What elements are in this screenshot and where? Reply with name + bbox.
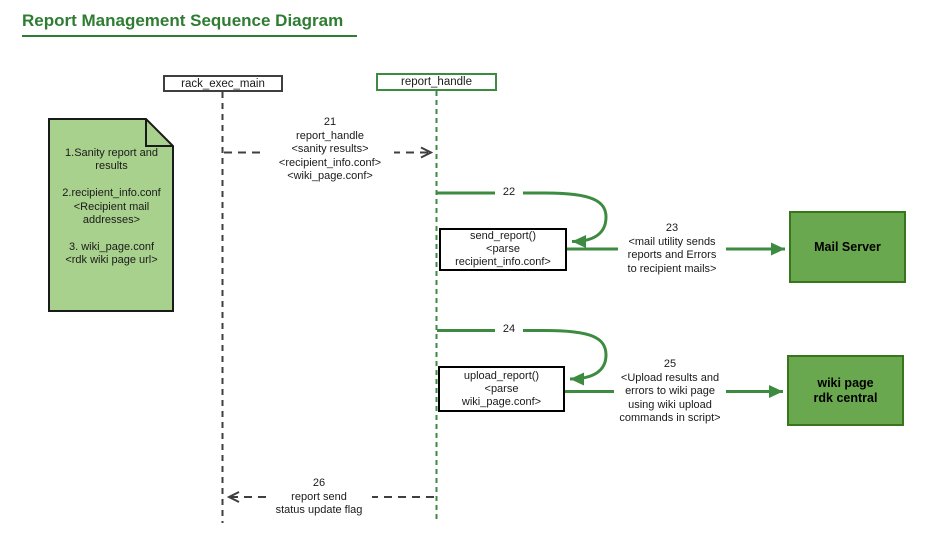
arrow-24-selfcall: [437, 329, 608, 386]
note-text: 1.Sanity report and results 2.recipient_…: [62, 147, 161, 267]
send-report-call-box: send_report() <parse recipient_info.conf…: [439, 228, 567, 271]
message-24-number: 24: [495, 323, 523, 337]
page-title: Report Management Sequence Diagram: [22, 11, 358, 37]
lifeline-header-report-handle: report_handle: [376, 73, 497, 91]
mail-server-actor-box: Mail Server: [789, 211, 906, 283]
message-22-number: 22: [495, 186, 523, 200]
upload-report-call-box: upload_report() <parse wiki_page.conf>: [438, 366, 565, 412]
lifeline-header-rack-exec-main: rack_exec_main: [163, 75, 283, 92]
message-23-label: 23 <mail utility sends reports and Error…: [618, 222, 726, 276]
message-25-label: 25 <Upload results and errors to wiki pa…: [614, 358, 726, 426]
message-21-label: 21 report_handle <sanity results> <recip…: [266, 116, 394, 184]
wiki-page-actor-box: wiki page rdk central: [787, 355, 904, 426]
note-folded-corner: [145, 119, 173, 147]
note-document-shape: [48, 118, 174, 312]
message-26-label: 26 report send status update flag: [266, 477, 372, 518]
arrow-22-selfcall: [437, 191, 608, 248]
